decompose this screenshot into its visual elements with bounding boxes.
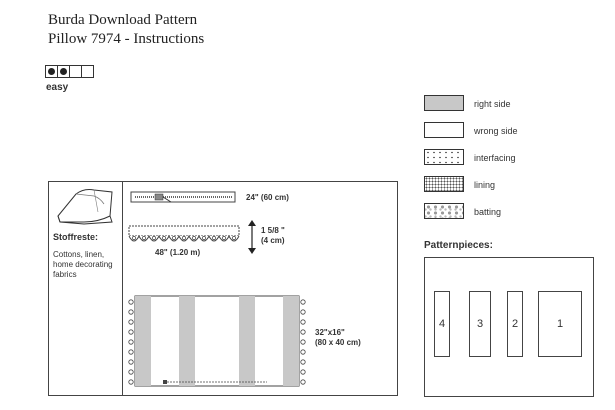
pattern-title: Burda Download Pattern — [48, 12, 198, 28]
pattern-subtitle: Pillow 7974 - Instructions — [48, 31, 205, 47]
trim-length: 48" (1.20 m) — [155, 248, 201, 257]
lining-swatch — [424, 176, 464, 192]
ruffle-trim-icon — [128, 225, 240, 242]
pattern-piece: 1 — [538, 291, 582, 357]
legend-label: right side — [474, 99, 511, 109]
pattern-piece: 2 — [507, 291, 523, 357]
difficulty-dot-icon — [60, 68, 67, 75]
legend-label: interfacing — [474, 153, 516, 163]
difficulty-dot-icon — [48, 68, 55, 75]
fabric-label: Stoffreste: — [53, 232, 99, 242]
trim-height: 1 5/8 " (4 cm) — [261, 226, 285, 245]
fabric-description: Cottons, linen, home decorating fabrics — [53, 250, 113, 279]
legend-item-right-side: right side — [424, 95, 604, 115]
legend-item-wrong-side: wrong side — [424, 122, 604, 142]
pattern-piece: 3 — [469, 291, 491, 357]
wrong-side-swatch — [424, 122, 464, 138]
right-side-swatch — [424, 95, 464, 111]
height-arrow-icon — [248, 220, 256, 254]
pillow-diagram — [128, 295, 306, 387]
batting-swatch — [424, 203, 464, 219]
interfacing-swatch — [424, 149, 464, 165]
legend-item-lining: lining — [424, 176, 604, 196]
difficulty-box-4 — [81, 65, 94, 78]
patternpieces-title: Patternpieces: — [424, 240, 493, 251]
legend-label: wrong side — [474, 126, 518, 136]
legend-item-batting: batting — [424, 203, 604, 223]
legend-label: lining — [474, 180, 496, 190]
fabric-stack-icon — [57, 189, 113, 225]
legend-label: batting — [474, 207, 502, 217]
materials-box: Stoffreste: Cottons, linen, home decorat… — [48, 181, 398, 396]
materials-divider — [122, 182, 123, 395]
difficulty-label: easy — [46, 82, 69, 93]
patternpieces-box: 4 3 2 1 — [424, 257, 594, 397]
zipper-length: 24" (60 cm) — [246, 193, 289, 202]
zipper-icon — [130, 191, 236, 203]
pillow-size: 32"x16" (80 x 40 cm) — [315, 328, 361, 347]
pattern-piece: 4 — [434, 291, 450, 357]
legend-item-interfacing: interfacing — [424, 149, 604, 169]
